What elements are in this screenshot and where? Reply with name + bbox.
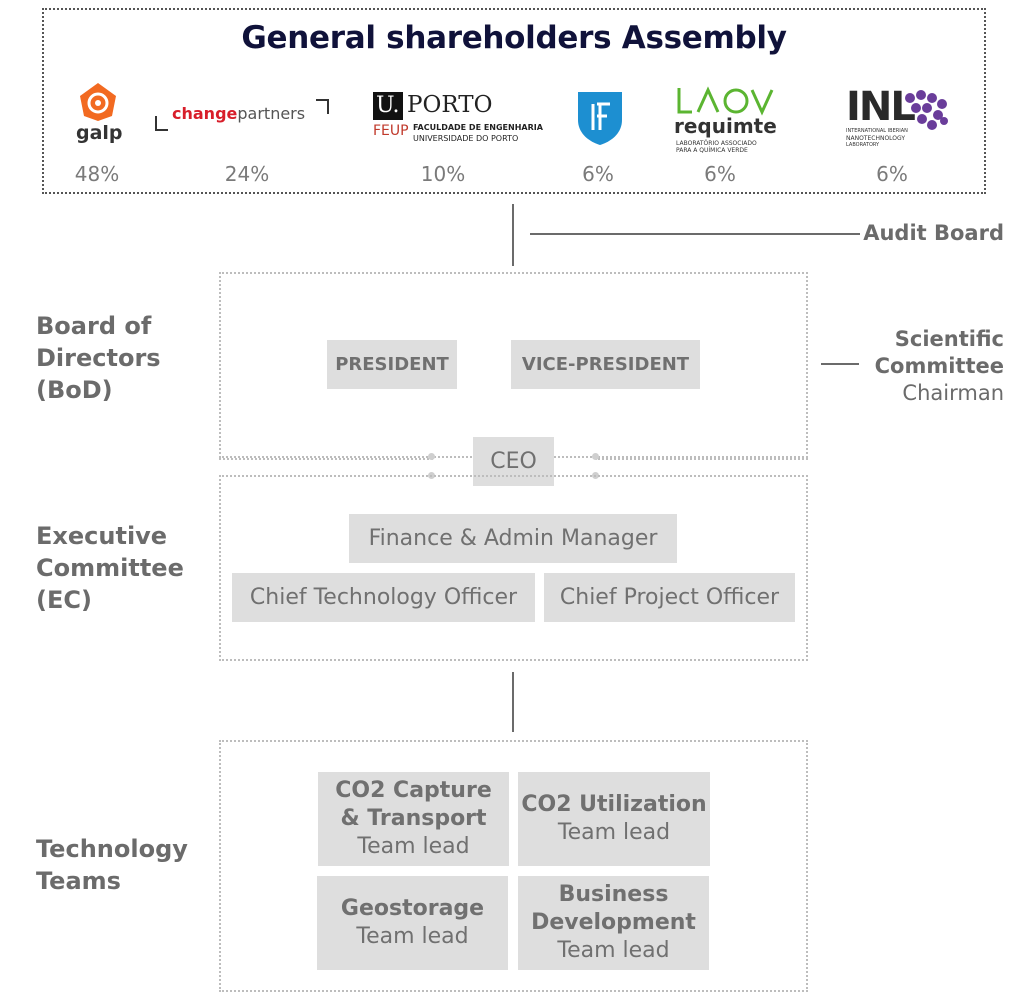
share-changepartners: 24%: [224, 162, 270, 186]
changepartners-logo-icon: changepartners: [154, 98, 330, 132]
scientific-committee-label: Scientific Committee Chairman: [875, 326, 1004, 407]
ec-label-line-3: (EC): [36, 586, 92, 614]
galp-logo-icon: galp: [72, 82, 124, 148]
ceo-divider-left: [219, 458, 433, 460]
sc-line-1: Scientific: [894, 327, 1004, 351]
share-ist: 6%: [582, 162, 614, 186]
laqv-requimte-logo-icon: requimte LABORATÓRIO ASSOCIADO PARA A QU…: [674, 86, 786, 154]
bod-label-line-1: Board of: [36, 312, 152, 340]
assembly-title: General shareholders Assembly: [241, 20, 787, 56]
uporto-porto: PORTO: [407, 92, 493, 118]
changepartners-text-partners: partners: [237, 104, 306, 123]
inl-sub-2: NANOTECHNOLOGY: [846, 135, 906, 142]
team-geostorage: Geostorage Team lead: [317, 876, 508, 970]
ceo-box: CEO: [473, 437, 554, 486]
team-geostorage-title: Geostorage: [340, 896, 485, 921]
president-box: PRESIDENT: [327, 340, 457, 389]
feup-sub-1: FACULDADE DE ENGENHARIA: [413, 123, 543, 132]
team-co2-utilization: CO2 Utilization Team lead: [518, 772, 710, 866]
vice-president-box: VICE-PRESIDENT: [511, 340, 700, 389]
changepartners-text-change: change: [172, 104, 238, 123]
feup-sub-2: UNIVERSIDADE DO PORTO: [413, 134, 519, 143]
inl-text: INL: [846, 84, 916, 130]
connector-scientific-committee: [821, 363, 859, 365]
team-geostorage-sub: Team lead: [356, 924, 469, 949]
ec-box: [219, 475, 808, 661]
inl-sub-1: INTERNATIONAL IBERIAN: [846, 128, 908, 134]
laqv-sub-1: LABORATÓRIO ASSOCIADO: [676, 140, 757, 147]
requimte-text: requimte: [674, 114, 777, 138]
team-co2-utilization-title: CO2 Utilization: [521, 792, 707, 817]
bod-label: Board of Directors (BoD): [36, 310, 161, 406]
team-bizdev-sub: Team lead: [557, 938, 670, 963]
team-business-development: Business Development Team lead: [518, 876, 709, 970]
laqv-sub-2: PARA A QUÍMICA VERDE: [676, 147, 748, 154]
share-inl: 6%: [876, 162, 908, 186]
inl-logo-icon: INL INTERNATIONAL IBERIAN NANOTECHNOLOGY…: [846, 84, 950, 150]
uporto-u: U.: [376, 93, 400, 118]
connector-audit-board: [530, 233, 860, 235]
feup-text: FEUP: [373, 123, 409, 139]
connector-ec-teams: [512, 672, 514, 732]
teams-label-line-2: Teams: [36, 867, 121, 895]
share-laqv: 6%: [704, 162, 736, 186]
teams-label-line-1: Technology: [36, 835, 188, 863]
sc-line-3: Chairman: [902, 381, 1004, 405]
ceo-dot-3: [592, 453, 599, 460]
uporto-feup-logo-icon: U. PORTO FEUP FACULDADE DE ENGENHARIA UN…: [373, 92, 548, 143]
bod-label-line-2: Directors: [36, 344, 161, 372]
teams-box: [219, 740, 808, 992]
cto-box: Chief Technology Officer: [232, 573, 535, 622]
inl-sub-3: LABORATORY: [846, 142, 880, 148]
team-co2-utilization-sub: Team lead: [557, 820, 671, 845]
team-co2-capture-sub: Team lead: [357, 834, 470, 859]
ceo-divider-right: [595, 458, 808, 460]
cpo-box: Chief Project Officer: [544, 573, 795, 622]
bod-label-line-3: (BoD): [36, 376, 113, 404]
team-bizdev-title-2: Development: [531, 910, 696, 935]
team-co2-capture-title-1: CO2 Capture: [335, 778, 492, 803]
share-feup: 10%: [420, 162, 466, 186]
ceo-dot-1: [428, 453, 435, 460]
ec-label-line-2: Committee: [36, 554, 184, 582]
galp-logo-text: galp: [76, 122, 123, 144]
teams-label: Technology Teams: [36, 833, 188, 897]
share-galp: 48%: [74, 162, 120, 186]
ist-shield-logo-icon: [576, 90, 624, 146]
finance-admin-box: Finance & Admin Manager: [349, 514, 677, 563]
team-co2-capture-title-2: & Transport: [340, 806, 487, 831]
ec-label: Executive Committee (EC): [36, 520, 184, 616]
team-co2-capture: CO2 Capture & Transport Team lead: [318, 772, 509, 866]
shareholders-assembly-box: [42, 8, 986, 194]
audit-board-label: Audit Board: [863, 221, 1004, 245]
sc-line-2: Committee: [874, 354, 1004, 378]
connector-assembly-bod: [512, 204, 514, 266]
ec-label-line-1: Executive: [36, 522, 168, 550]
team-bizdev-title-1: Business: [558, 882, 669, 907]
